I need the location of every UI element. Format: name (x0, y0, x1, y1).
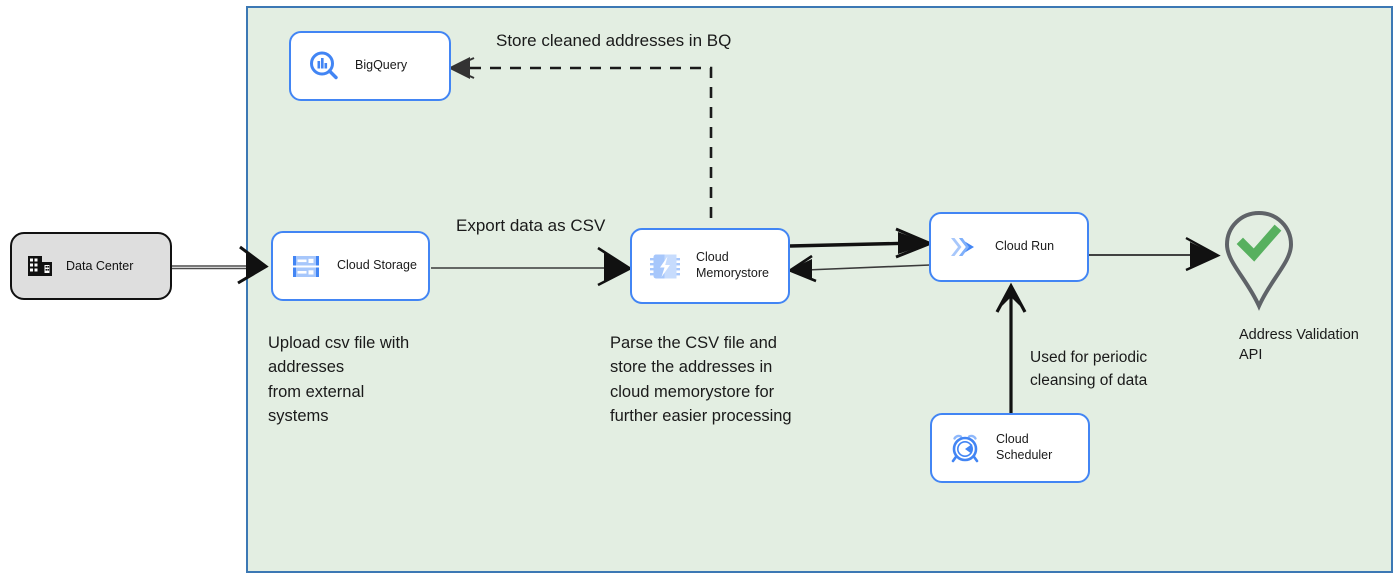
node-cloud-scheduler[interactable]: Cloud Scheduler (930, 413, 1090, 483)
cloud-memorystore-icon (648, 249, 682, 283)
cloud-storage-icon (289, 249, 323, 283)
node-data-center-label: Data Center (66, 259, 134, 273)
caption-parse-csv: Parse the CSV file and store the address… (610, 334, 792, 426)
cloud-run-icon (947, 230, 981, 264)
node-cloud-run-label: Cloud Run (995, 239, 1055, 254)
node-cloud-run[interactable]: Cloud Run (929, 212, 1089, 282)
caption-upload-csv: Upload csv file with addresses from exte… (268, 334, 410, 426)
node-bigquery-label: BigQuery (355, 58, 408, 73)
building-icon (26, 252, 54, 280)
node-cloud-scheduler-label: Cloud Scheduler (996, 432, 1053, 462)
node-data-center[interactable]: Data Center (10, 232, 172, 300)
node-cloud-memorystore-label: Cloud Memorystore (696, 250, 769, 280)
edge-label-export-data-as-csv: Export data as CSV (456, 216, 606, 235)
map-pin-check-icon (1219, 207, 1299, 312)
node-cloud-memorystore[interactable]: Cloud Memorystore (630, 228, 790, 304)
bigquery-icon (307, 49, 341, 83)
node-cloud-storage[interactable]: Cloud Storage (271, 231, 430, 301)
address-validation-api-label: Address Validation API (1239, 327, 1359, 363)
caption-scheduler-periodic: Used for periodic cleansing of data (1030, 349, 1148, 389)
edge-label-store-cleaned-addresses: Store cleaned addresses in BQ (496, 31, 732, 50)
node-cloud-storage-label: Cloud Storage (337, 258, 417, 273)
cloud-scheduler-icon (948, 431, 982, 465)
node-bigquery[interactable]: BigQuery (289, 31, 451, 101)
